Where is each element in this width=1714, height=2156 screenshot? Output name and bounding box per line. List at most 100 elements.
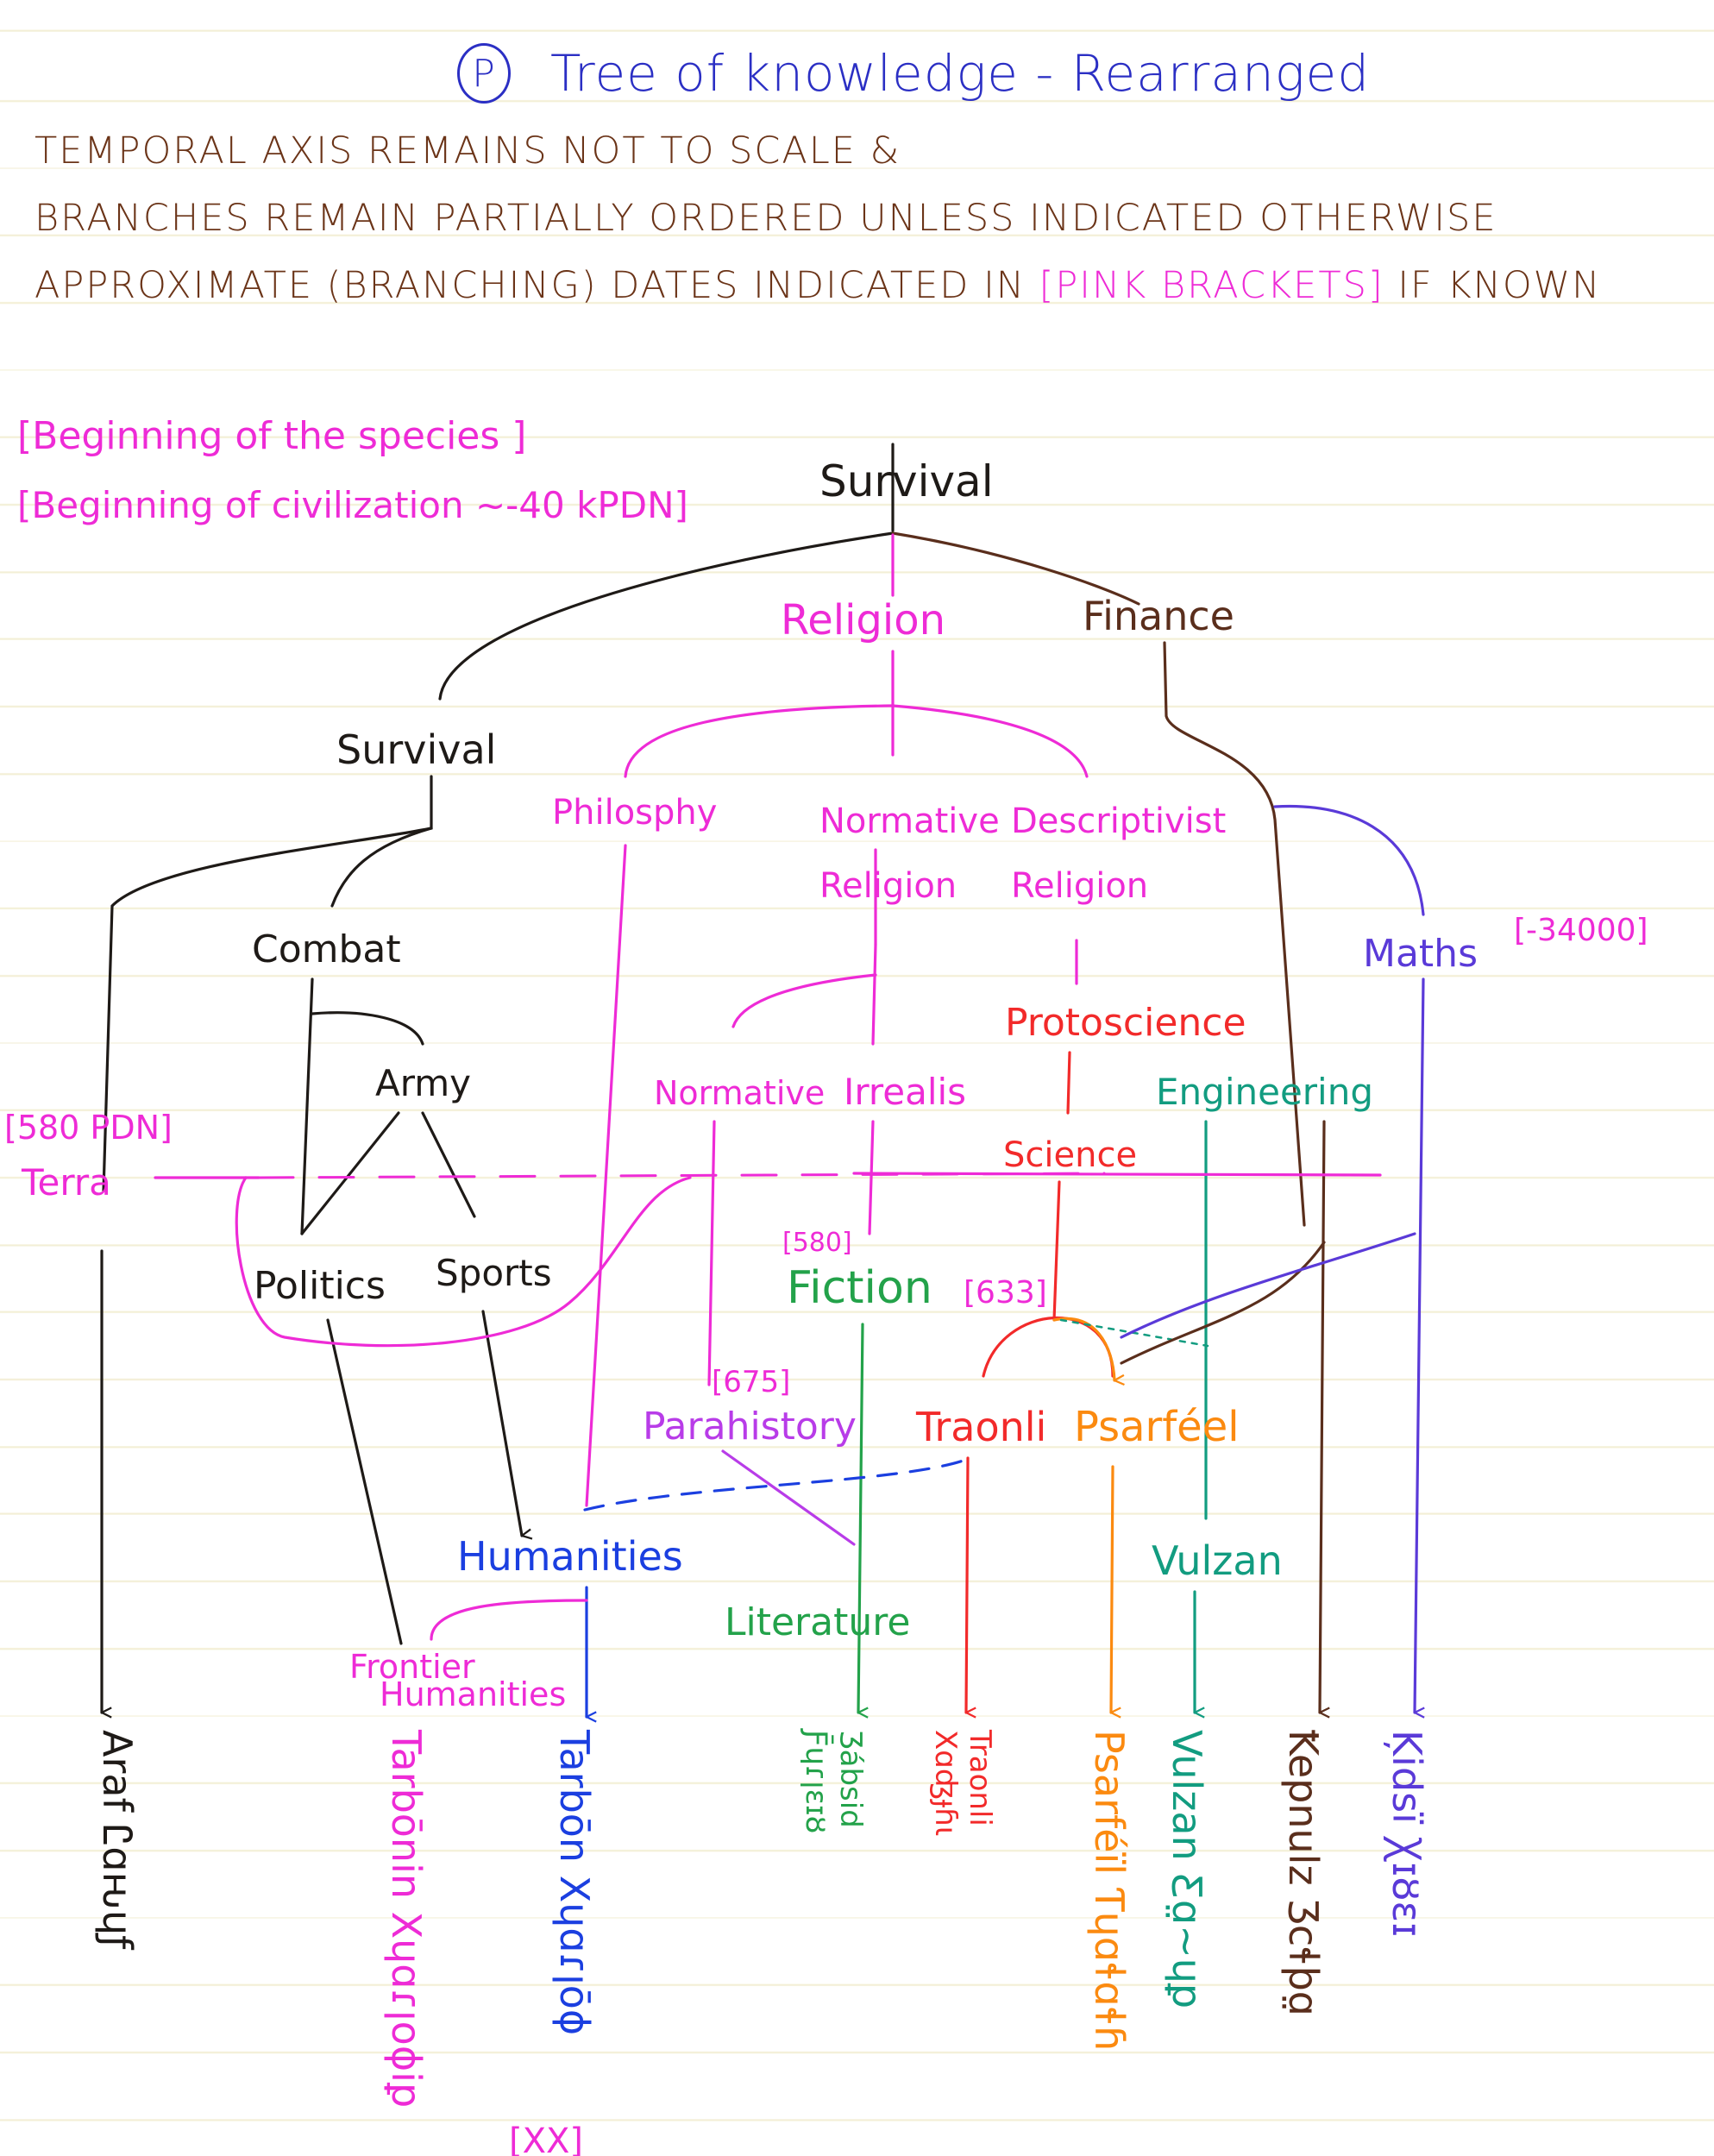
p-badge-icon: P bbox=[457, 43, 511, 104]
node-survival-root: Survival bbox=[819, 456, 994, 506]
edge-finance-influence bbox=[1120, 1241, 1326, 1365]
edge-irrealis-down bbox=[868, 1120, 875, 1235]
node-fiction: Fiction bbox=[787, 1262, 932, 1314]
edge-religion-to-descriptivist bbox=[891, 704, 1089, 778]
footer-fragment: [XX] bbox=[509, 2121, 583, 2156]
edge-army-to-sports bbox=[421, 1111, 476, 1218]
annotation-beginning-civilization: [Beginning of civilization ~-40 kPDN] bbox=[17, 484, 688, 526]
edge-parahistory-to-literature bbox=[721, 1449, 856, 1546]
date-parahistory: [675] bbox=[712, 1365, 790, 1399]
title-text: Tree of knowledge - Rearranged bbox=[550, 44, 1371, 103]
leaf-traonli-leaf-latin: Traonli bbox=[963, 1729, 997, 1826]
node-science: Science bbox=[1003, 1135, 1137, 1175]
edge-maths-trunk bbox=[1413, 977, 1423, 1713]
edge-normrel-to-irrealis bbox=[871, 943, 877, 1046]
edge-maths-influence bbox=[1120, 1232, 1416, 1339]
date-maths: [-34000] bbox=[1514, 913, 1648, 948]
leaf-kidsi: Ķidsï Ꭓɪȣɛɪ bbox=[1383, 1730, 1430, 1937]
node-army: Army bbox=[375, 1062, 471, 1104]
edge-traonli-down bbox=[964, 1456, 968, 1713]
edge-philosophy-trunk bbox=[585, 844, 627, 1507]
page-header: P Tree of knowledge - Rearranged Tempora… bbox=[0, 0, 1714, 328]
note-text: Temporal axis remains not to scale bbox=[35, 129, 857, 173]
edge-normative-down bbox=[707, 1120, 716, 1386]
edge-psarfel-down bbox=[1109, 1465, 1113, 1713]
edge-humanities-traonli-dashed bbox=[583, 1456, 972, 1512]
note-suffix: & bbox=[856, 129, 901, 173]
node-literature: Literature bbox=[725, 1600, 910, 1644]
node-traonli: Traonli bbox=[915, 1404, 1046, 1450]
note-branches-order: Branches remain partially ordered unless… bbox=[35, 197, 1497, 240]
node-descriptivist-religion-line1: Descriptivist bbox=[1011, 801, 1226, 841]
edge-terra-loop bbox=[235, 1176, 692, 1348]
node-normative-religion-line2: Religion bbox=[819, 866, 957, 906]
annotation-terra: Terra bbox=[21, 1161, 111, 1204]
note-text: Approximate (branching) dates indicated … bbox=[35, 264, 1039, 307]
node-frontier-humanities-line1: Frontier bbox=[349, 1648, 475, 1686]
note-temporal-axis: Temporal axis remains not to scale & bbox=[35, 129, 901, 173]
edge-root-to-survival bbox=[438, 531, 895, 701]
annotation-terra-date: [580 PDN] bbox=[4, 1109, 173, 1147]
edge-fiction-arc-right bbox=[1052, 1317, 1114, 1380]
node-finance: Finance bbox=[1083, 593, 1234, 639]
edge-normrel-to-normative bbox=[731, 973, 877, 1028]
node-irrealis: Irrealis bbox=[844, 1071, 966, 1113]
leaf-kepnulz: Ꝁepnulz Ʒcɬþɑ̤ bbox=[1280, 1730, 1327, 2016]
edge-survival-to-araf-upper bbox=[102, 775, 433, 1192]
edge-fiction-to-engineering bbox=[1059, 1318, 1209, 1348]
node-protoscience: Protoscience bbox=[1005, 1001, 1246, 1045]
node-sports: Sports bbox=[436, 1252, 552, 1294]
node-parahistory: Parahistory bbox=[643, 1405, 857, 1449]
edge-combat-trunk bbox=[300, 977, 314, 1235]
node-normative-religion-line1: Normative bbox=[819, 801, 1000, 841]
edge-finance-to-maths bbox=[1273, 804, 1425, 916]
edge-fiction-to-literature bbox=[857, 1323, 863, 1713]
leaf-traonli-leaf-script: Xɑʤɟɦɩ bbox=[928, 1730, 963, 1836]
note-pink-brackets: Approximate (branching) dates indicated … bbox=[35, 264, 1601, 307]
node-psarfel: Psarféel bbox=[1074, 1403, 1240, 1451]
annotation-beginning-species: [Beginning of the species ] bbox=[17, 414, 526, 458]
edge-humanities-to-frontier bbox=[430, 1599, 588, 1641]
node-religion: Religion bbox=[781, 596, 945, 644]
note-tail: if known bbox=[1384, 264, 1602, 307]
leaf-araf: Araf Ꮭɑԋɥƒ bbox=[94, 1730, 141, 1951]
edge-survival-to-combat bbox=[330, 827, 433, 908]
edge-religion-to-philosophy bbox=[624, 704, 895, 778]
leaf-zabsid-latin: Ʒábsid bbox=[833, 1730, 868, 1828]
edge-finance-trunk bbox=[1163, 641, 1306, 1227]
edge-science-down bbox=[1052, 1180, 1061, 1322]
edges-layer bbox=[100, 443, 1425, 1717]
leaf-tarbonin: Tarbōnin Xɥɑɾꞁoɸiꝑ bbox=[383, 1729, 430, 2108]
date-fiction-start: [580] bbox=[782, 1228, 852, 1258]
note-text: Branches remain partially ordered unless… bbox=[35, 197, 1497, 240]
terra-axis-right bbox=[852, 1172, 1382, 1177]
node-frontier-humanities-line2: Humanities bbox=[380, 1675, 566, 1713]
node-descriptivist-religion-line2: Religion bbox=[1011, 866, 1148, 906]
edge-finance-lower bbox=[1318, 1120, 1324, 1713]
edge-protoscience-to-science bbox=[1066, 1051, 1071, 1115]
page-title: P Tree of knowledge - Rearranged bbox=[457, 43, 1370, 104]
node-humanities: Humanities bbox=[457, 1533, 683, 1580]
node-normative: Normative bbox=[654, 1074, 825, 1112]
leaf-tarbon: Tarbōn Xɥɑɾꞁōɸ bbox=[551, 1729, 598, 2035]
leaf-vulzan-leaf: Vulzan Ƹɑ̤~ɥꝑ bbox=[1164, 1730, 1210, 2008]
node-maths: Maths bbox=[1363, 932, 1478, 976]
edge-root-to-finance bbox=[891, 531, 1140, 606]
node-philosophy: Philosphy bbox=[552, 793, 717, 833]
leaf-zabsid-script: Ƒ̄ɥɾꞁɛɪȣ bbox=[799, 1728, 834, 1833]
edge-politics-down bbox=[326, 1318, 403, 1645]
node-vulzan: Vulzan bbox=[1152, 1537, 1283, 1584]
node-politics: Politics bbox=[254, 1264, 386, 1308]
date-fiction: [633] bbox=[964, 1275, 1047, 1311]
terra-axis-dashed bbox=[257, 1172, 1106, 1179]
node-engineering: Engineering bbox=[1156, 1071, 1373, 1113]
edge-sports-to-humanities bbox=[481, 1310, 522, 1536]
pink-brackets-legend: [Pink brackets] bbox=[1039, 264, 1384, 307]
node-survival: Survival bbox=[336, 726, 496, 773]
edge-combat-to-army bbox=[311, 1011, 424, 1046]
node-combat: Combat bbox=[252, 927, 401, 971]
edge-army-to-politics bbox=[300, 1111, 400, 1235]
